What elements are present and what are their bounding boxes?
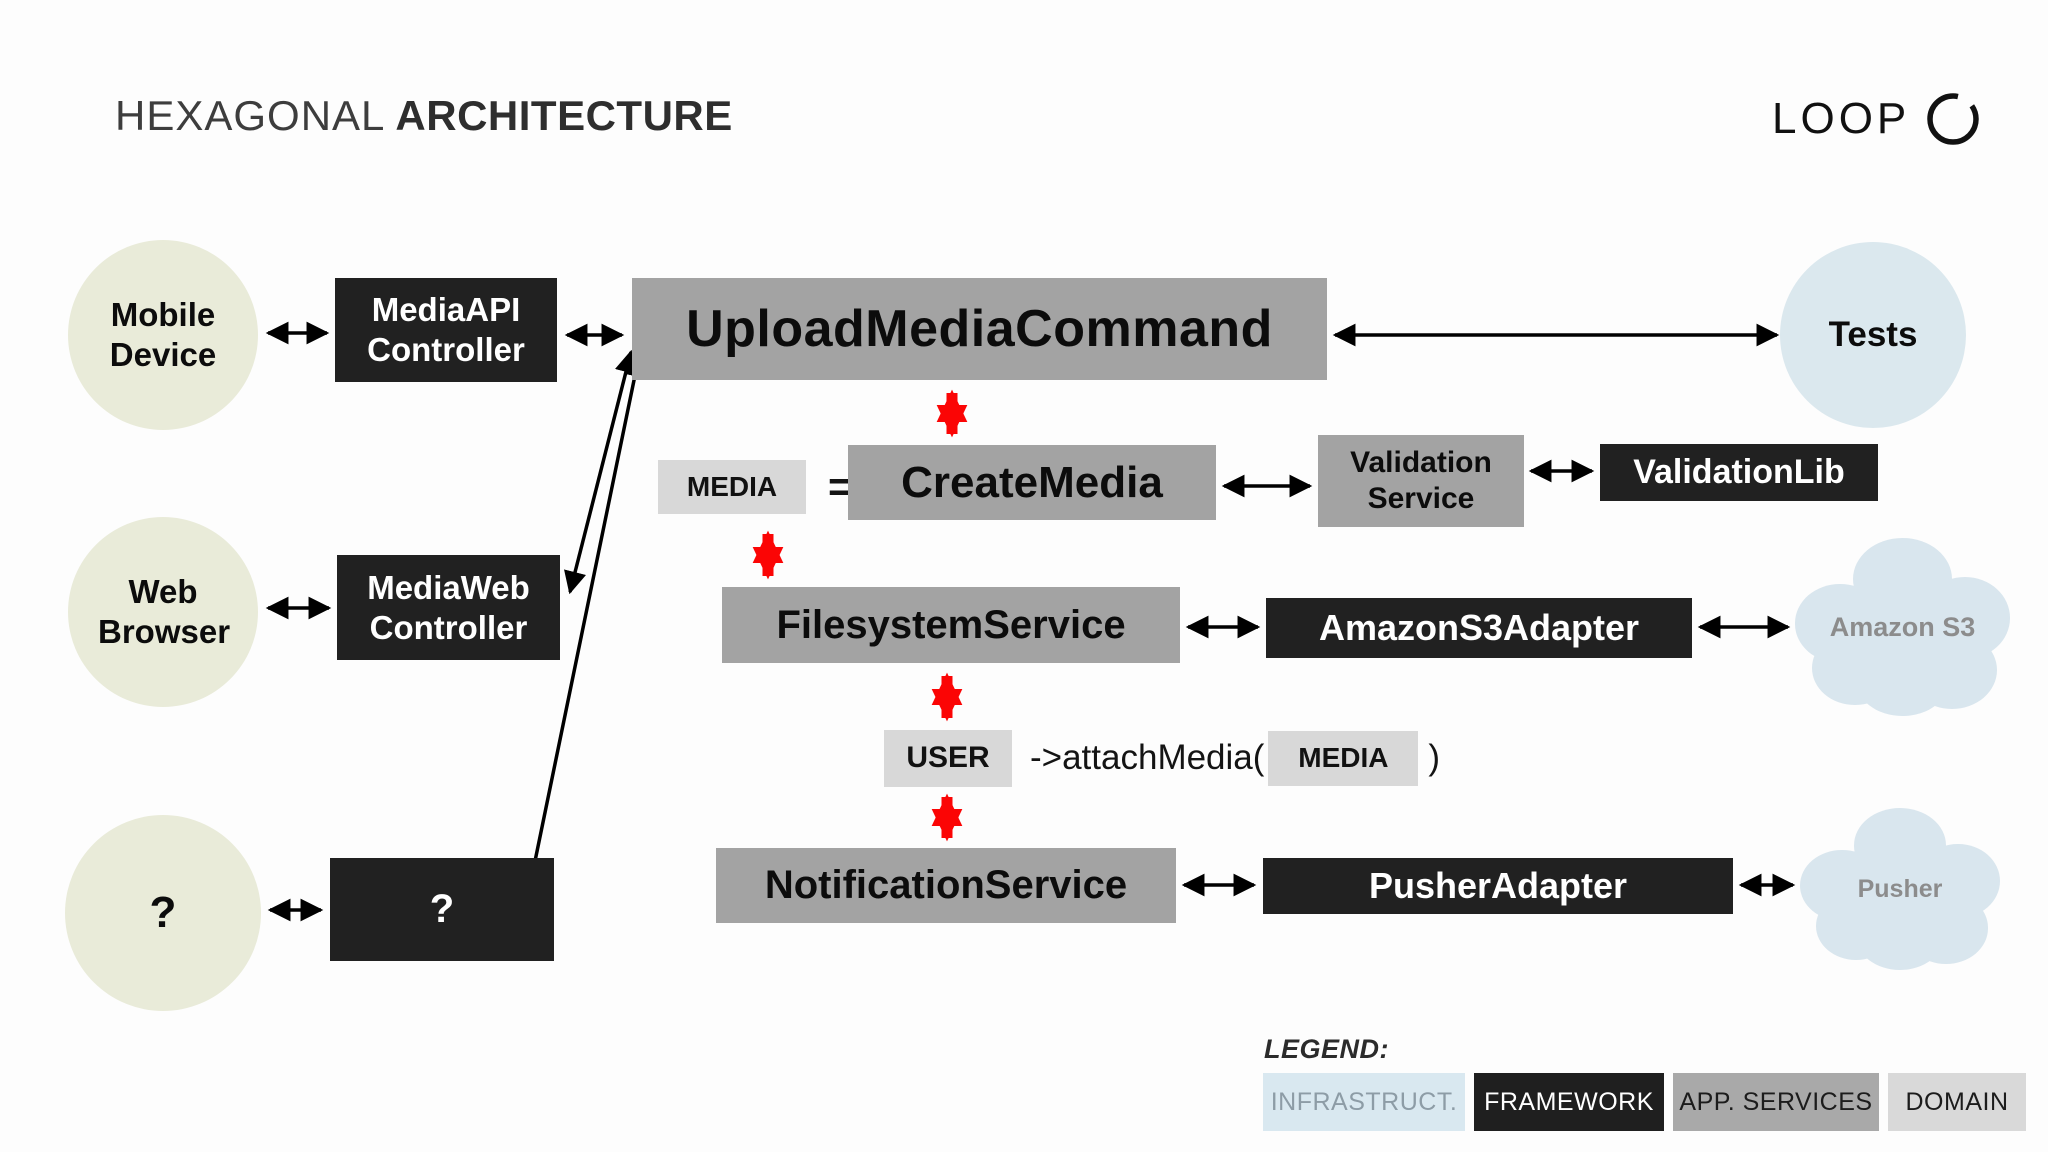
node-filesystem-service-label: FilesystemService — [776, 602, 1126, 647]
actor-unknown: ? — [65, 815, 261, 1011]
node-notification-service-label: NotificationService — [764, 863, 1128, 907]
media-assignment-expression: MEDIA = — [658, 460, 873, 514]
actor-mobile-device: Mobile Device — [68, 240, 258, 430]
node-unknown-controller-label: ? — [429, 887, 455, 931]
loop-circle-icon — [1927, 93, 1980, 145]
attach-call-suffix: ) — [1428, 738, 1441, 777]
actor-tests-label: Tests — [1828, 315, 1918, 354]
attach-call-prefix: ->attachMedia( — [1030, 738, 1265, 777]
actor-unknown-label: ? — [149, 888, 177, 937]
legend-item-infrastructure: INFRASTRUCT. — [1263, 1073, 1465, 1131]
node-validation-service-label: Validation Service — [1350, 446, 1492, 515]
node-mediaapi-controller-label: MediaAPI Controller — [367, 291, 525, 368]
node-unknown-controller: ? — [330, 858, 554, 961]
page-title-light: HEXAGONAL — [115, 92, 386, 139]
brand-logo-text: LOOP — [1772, 94, 1911, 143]
node-create-media: CreateMedia — [848, 445, 1216, 520]
node-validation-lib: ValidationLib — [1600, 444, 1878, 501]
node-create-media-label: CreateMedia — [901, 457, 1163, 507]
cloud-amazon-s3-label: Amazon S3 — [1829, 611, 1976, 642]
node-mediaweb-controller-label: MediaWeb Controller — [367, 568, 530, 646]
actor-tests: Tests — [1780, 242, 1966, 428]
cloud-amazon-s3: Amazon S3 — [1795, 538, 2010, 716]
attach-call-media-param: MEDIA — [1268, 730, 1419, 786]
node-upload-media-command: UploadMediaCommand — [632, 278, 1327, 380]
node-notification-service: NotificationService — [716, 848, 1176, 923]
cloud-pusher: Pusher — [1800, 808, 2000, 970]
brand-logo: LOOP — [1772, 90, 1982, 148]
legend: INFRASTRUCT. FRAMEWORK APP. SERVICES DOM… — [1263, 1073, 2026, 1131]
page-title-bold: ARCHITECTURE — [395, 92, 733, 139]
legend-title: LEGEND: — [1264, 1034, 1389, 1064]
node-mediaweb-controller: MediaWeb Controller — [337, 555, 560, 660]
legend-item-domain: DOMAIN — [1888, 1073, 2026, 1131]
cloud-pusher-label: Pusher — [1857, 874, 1943, 903]
node-upload-media-command-label: UploadMediaCommand — [686, 300, 1273, 358]
node-amazon-s3-adapter: AmazonS3Adapter — [1266, 598, 1692, 658]
node-filesystem-service: FilesystemService — [722, 587, 1180, 663]
node-mediaapi-controller: MediaAPI Controller — [335, 278, 557, 382]
actor-web-browser: Web Browser — [68, 517, 258, 707]
legend-item-framework: FRAMEWORK — [1474, 1073, 1664, 1131]
actor-mobile-device-label: Mobile Device — [109, 296, 217, 373]
legend-item-app-services: APP. SERVICES — [1673, 1073, 1879, 1131]
node-pusher-adapter-label: PusherAdapter — [1368, 865, 1628, 906]
attach-media-call: USER ->attachMedia( MEDIA ) — [884, 728, 1440, 788]
node-media-tag: MEDIA — [658, 460, 806, 514]
actor-web-browser-label: Web Browser — [98, 573, 231, 650]
node-validation-lib-label: ValidationLib — [1633, 453, 1845, 491]
arrow-upload-mediaweb — [564, 349, 637, 595]
node-amazon-s3-adapter-label: AmazonS3Adapter — [1318, 607, 1640, 648]
node-user-tag: USER — [884, 729, 1012, 787]
node-pusher-adapter: PusherAdapter — [1263, 858, 1733, 914]
node-validation-service: Validation Service — [1318, 435, 1524, 527]
